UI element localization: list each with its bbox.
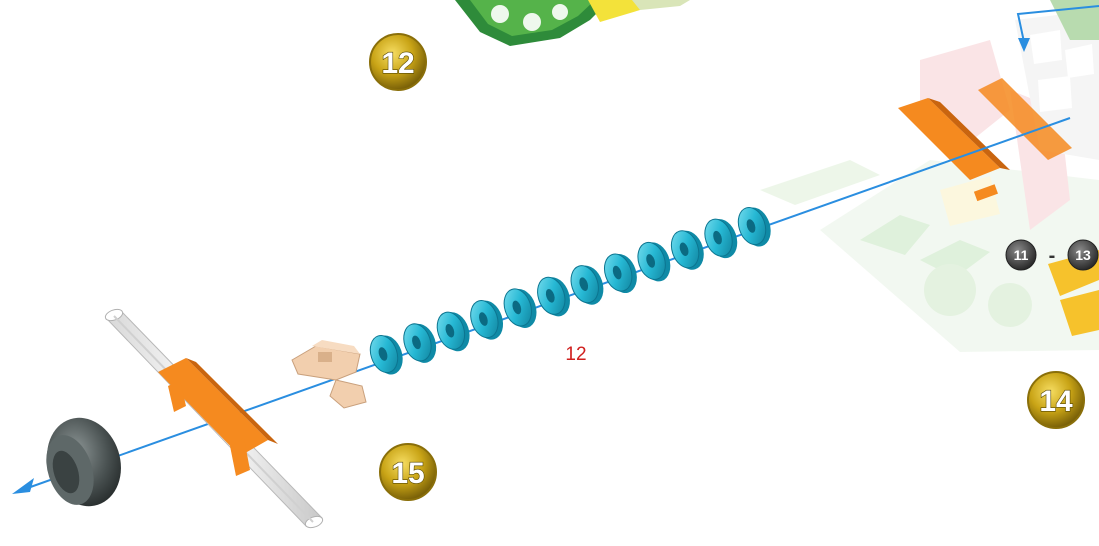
arrow-icon [12,478,34,494]
reference-from: 11 [1014,247,1029,263]
spacer [600,250,642,297]
spacer [399,320,441,367]
spacer [566,262,608,309]
wheel-icon [36,408,132,516]
green-frame-partial [455,0,690,46]
faded-assembly [760,0,1099,352]
spacer [633,239,675,286]
spacer [466,297,508,344]
step-badge-12: 12 [370,34,426,90]
step-number: 15 [391,457,424,490]
spacer [433,308,475,355]
spacer [366,332,408,379]
step-number: 12 [381,47,414,80]
spacer-quantity-label: 12 [565,344,586,365]
spacer [700,215,742,262]
tan-connector [292,340,366,408]
step-badge-14: 14 [1028,372,1084,428]
step-badge-15: 15 [380,444,436,500]
step-reference: 11 - 13 [1006,240,1098,270]
reference-separator: - [1049,245,1056,267]
step-number: 14 [1039,385,1073,418]
spacer [500,285,542,332]
spacer [734,204,776,251]
reference-to: 13 [1075,247,1091,263]
spacer [533,273,575,320]
spacer [667,227,709,274]
